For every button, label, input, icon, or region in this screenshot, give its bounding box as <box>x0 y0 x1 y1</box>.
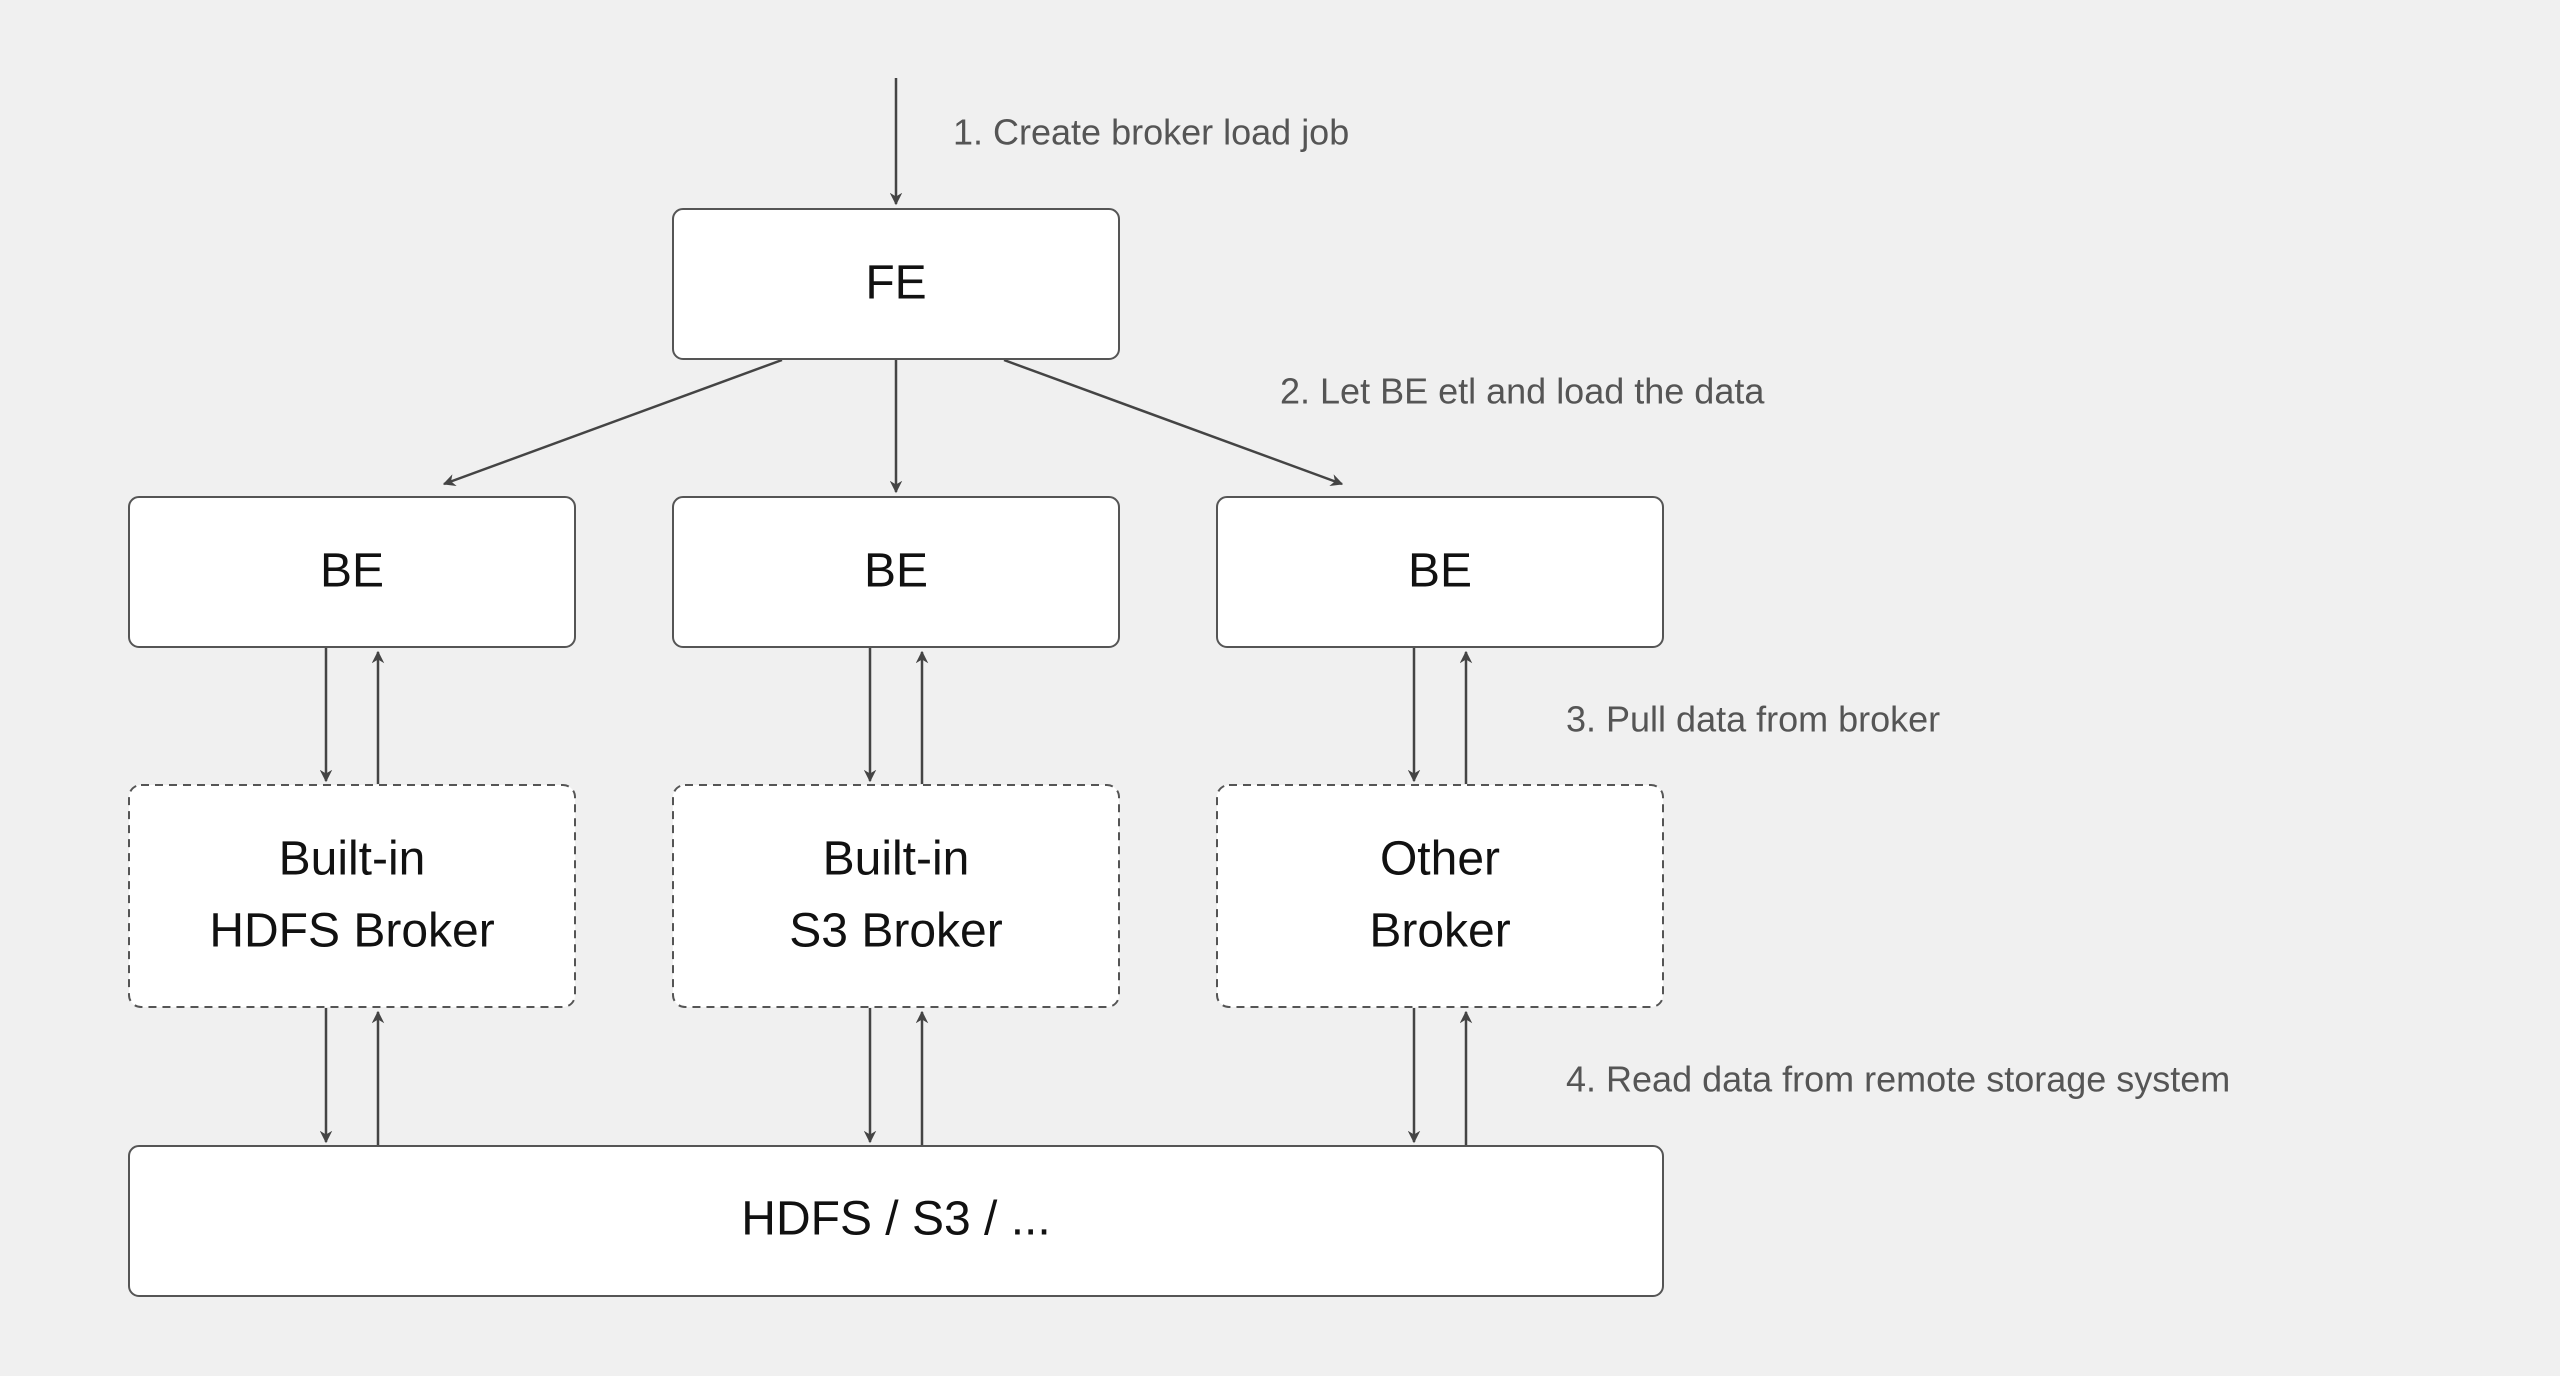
broker-s3-label-line-2: S3 Broker <box>789 905 1002 958</box>
storage-label: HDFS / S3 / ... <box>741 1193 1050 1246</box>
be-label-3: BE <box>1408 545 1472 598</box>
broker-node-s3: Built-in S3 Broker <box>672 784 1120 1008</box>
fe-node: FE <box>672 208 1120 360</box>
step-3-label: 3. Pull data from broker <box>1566 699 1940 740</box>
be-label-2: BE <box>864 545 928 598</box>
arrow-fe-to-be-3 <box>1003 358 1344 486</box>
arrow-fe-to-be-1 <box>442 358 783 486</box>
be-node-1: BE <box>128 496 576 648</box>
broker-other-label-line-1: Other <box>1380 833 1500 886</box>
be-label-1: BE <box>320 545 384 598</box>
edges <box>319 78 1473 1145</box>
step-4-label: 4. Read data from remote storage system <box>1566 1059 2230 1100</box>
storage-node: HDFS / S3 / ... <box>128 1145 1664 1297</box>
fe-label: FE <box>865 257 926 310</box>
broker-node-hdfs: Built-in HDFS Broker <box>128 784 576 1008</box>
broker-s3-label-line-1: Built-in <box>823 833 970 886</box>
broker-node-other: Other Broker <box>1216 784 1664 1008</box>
broker-hdfs-label-line-2: HDFS Broker <box>209 905 494 958</box>
be-node-2: BE <box>672 496 1120 648</box>
step-2-label: 2. Let BE etl and load the data <box>1280 371 1765 412</box>
step-1-label: 1. Create broker load job <box>953 112 1349 153</box>
broker-other-label-line-2: Broker <box>1369 905 1510 958</box>
broker-hdfs-label-line-1: Built-in <box>279 833 426 886</box>
be-node-3: BE <box>1216 496 1664 648</box>
